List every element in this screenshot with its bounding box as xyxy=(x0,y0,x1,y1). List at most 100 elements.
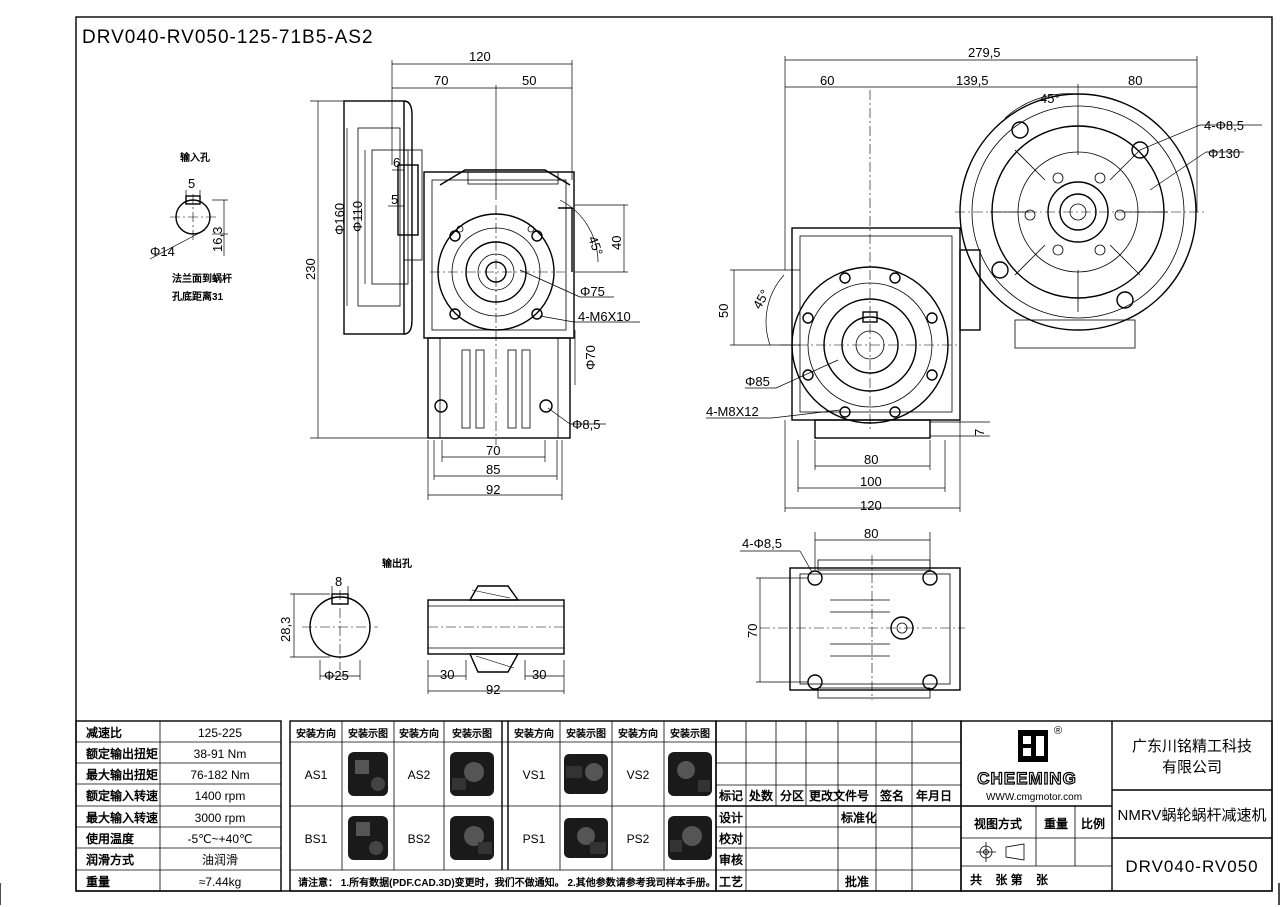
rev-header-count: 处数 xyxy=(748,788,774,803)
spec-label-6: 润滑方式 xyxy=(86,852,134,867)
rev-approve: 批准 xyxy=(845,874,869,889)
mount-header-5: 安装示图 xyxy=(566,727,606,740)
mount-header-3: 安装示图 xyxy=(452,727,492,740)
bottom-dim-left: 70 xyxy=(745,624,760,638)
side-dim-d160: Φ160 xyxy=(332,203,347,235)
company-name-1: 广东川铭精工科技 xyxy=(1132,738,1252,755)
rev-row-review: 审核 xyxy=(719,852,743,867)
side-dim-d75: Φ75 xyxy=(580,284,605,299)
output-hole-label: 输出孔 xyxy=(382,557,412,570)
model-number: DRV040-RV050 xyxy=(1125,857,1258,876)
output-height-dim: 28,3 xyxy=(278,617,293,642)
input-note-2: 孔底距离31 xyxy=(172,290,224,303)
spec-label-4: 最大输入转速 xyxy=(86,810,158,825)
mount-ps1: PS1 xyxy=(523,832,546,846)
input-hole-label: 输入孔 xyxy=(180,151,210,164)
spec-value-5: -5℃~+40℃ xyxy=(188,832,253,846)
bottom-view: 4-Φ8,5 80 70 xyxy=(740,526,965,700)
cheeming-logo xyxy=(1018,730,1048,762)
mount-header-6: 安装方向 xyxy=(618,727,658,740)
side-dim-bot92: 92 xyxy=(486,482,500,497)
spec-value-1: 38-91 Nm xyxy=(194,747,247,761)
input-note-1: 法兰面到蜗杆 xyxy=(172,272,232,285)
spec-value-4: 3000 rpm xyxy=(195,811,246,825)
side-dim-m6: 4-M6X10 xyxy=(578,309,631,324)
mount-vs2: VS2 xyxy=(627,768,650,782)
front-dim-b100: 100 xyxy=(860,474,882,489)
mount-image-vs2 xyxy=(668,752,712,796)
mount-header-1: 安装示图 xyxy=(348,727,388,740)
front-dim-angle: 45° xyxy=(1040,91,1060,106)
output-hole-view: 输出孔 8 28,3 Φ25 30 30 92 xyxy=(278,557,565,697)
output-len-left: 30 xyxy=(440,667,454,682)
rev-header-date: 年月日 xyxy=(916,788,952,803)
mount-table: 安装方向 安装示图 安装方向 安装示图 安装方向 安装示图 安装方向 安装示图 … xyxy=(289,720,717,892)
front-dim-7: 7 xyxy=(972,429,987,436)
spec-label-1: 额定输出扭矩 xyxy=(86,746,158,761)
company-name-2: 有限公司 xyxy=(1162,759,1222,776)
mount-vs1: VS1 xyxy=(523,768,546,782)
scale-label: 比例 xyxy=(1081,816,1105,831)
front-view: 279,5 60 139,5 80 45° 4-Φ8,5 Φ130 50 45°… xyxy=(706,45,1262,513)
mount-as2: AS2 xyxy=(408,768,431,782)
side-dim-d85: Φ8,5 xyxy=(572,417,600,432)
rev-header-mark: 标记 xyxy=(718,788,743,803)
front-dim-right: 80 xyxy=(1128,73,1142,88)
side-dim-d70: Φ70 xyxy=(583,345,598,370)
front-dim-m8: 4-M8X12 xyxy=(706,404,759,419)
product-name: NMRV蜗轮蜗杆减速机 xyxy=(1118,807,1267,824)
front-dim-d85: Φ85 xyxy=(745,374,770,389)
mount-as1: AS1 xyxy=(305,768,328,782)
input-hole-view: 输入孔 5 16,3 Φ14 法兰面到蜗杆 孔底距离31 xyxy=(149,151,232,303)
input-height-dim: 16,3 xyxy=(210,227,225,252)
front-dim-d130: Φ130 xyxy=(1208,146,1240,161)
front-dim-angle2: 45° xyxy=(750,287,773,312)
rev-header-sign: 签名 xyxy=(879,788,904,803)
company-website: WWW.cmgmotor.com xyxy=(986,792,1082,803)
side-dim-6: 6 xyxy=(393,155,400,170)
sheet-count: 共 张 第 张 xyxy=(970,872,1049,887)
mount-image-vs1 xyxy=(564,754,608,794)
mount-image-as2 xyxy=(450,752,494,796)
spec-label-0: 减速比 xyxy=(86,725,122,740)
spec-value-7: ≈7.44kg xyxy=(199,875,242,889)
drawing-title: DRV040-RV050-125-71B5-AS2 xyxy=(82,27,374,48)
spec-value-3: 1400 rpm xyxy=(195,789,246,803)
mount-image-bs1 xyxy=(348,816,388,860)
side-view: 120 70 50 230 Φ160 Φ110 6 5 45° 40 Φ75 4… xyxy=(303,49,640,500)
front-dim-b80: 80 xyxy=(864,452,878,467)
view-method-label: 视图方式 xyxy=(974,816,1022,831)
revision-block: 标记 处数 分区 更改文件号 签名 年月日 设计 校对 审核 工艺 标准化 批准 xyxy=(715,720,962,892)
title-block: ® CHEEMING WWW.cmgmotor.com 广东川铭精工科技 有限公… xyxy=(960,720,1273,892)
front-dim-mid: 139,5 xyxy=(956,73,989,88)
spec-label-7: 重量 xyxy=(86,874,110,889)
side-dim-40: 40 xyxy=(609,236,624,250)
side-dim-d110: Φ110 xyxy=(350,201,365,232)
rev-header-zone: 分区 xyxy=(780,788,804,803)
side-dim-bot85: 85 xyxy=(486,462,500,477)
rev-std: 标准化 xyxy=(840,810,877,825)
mount-image-ps2 xyxy=(668,816,712,860)
front-dim-top: 279,5 xyxy=(968,45,1001,60)
rev-row-design: 设计 xyxy=(719,810,743,825)
input-dia-dim: Φ14 xyxy=(150,244,175,259)
mount-image-as1 xyxy=(348,752,388,796)
front-dim-holes: 4-Φ8,5 xyxy=(1204,118,1244,133)
output-len-right: 30 xyxy=(532,667,546,682)
mount-header-7: 安装示图 xyxy=(670,727,710,740)
side-dim-top-left: 70 xyxy=(434,73,448,88)
spec-value-0: 125-225 xyxy=(198,726,242,740)
spec-label-2: 最大输出扭矩 xyxy=(86,767,158,782)
output-dia-dim: Φ25 xyxy=(324,668,349,683)
brand-name: CHEEMING xyxy=(977,769,1077,788)
mount-header-2: 安装方向 xyxy=(399,727,439,740)
spec-label-3: 额定输入转速 xyxy=(86,788,158,803)
weight-label: 重量 xyxy=(1044,816,1068,831)
rev-row-process: 工艺 xyxy=(719,874,743,889)
projection-symbol-icon xyxy=(976,842,1025,862)
rev-header-doc: 更改文件号 xyxy=(809,788,869,803)
spec-table: 减速比 额定输出扭矩 最大输出扭矩 额定输入转速 最大输入转速 使用温度 润滑方… xyxy=(75,720,282,892)
bottom-dim-holes: 4-Φ8,5 xyxy=(742,536,782,551)
side-dim-bot70: 70 xyxy=(486,443,500,458)
